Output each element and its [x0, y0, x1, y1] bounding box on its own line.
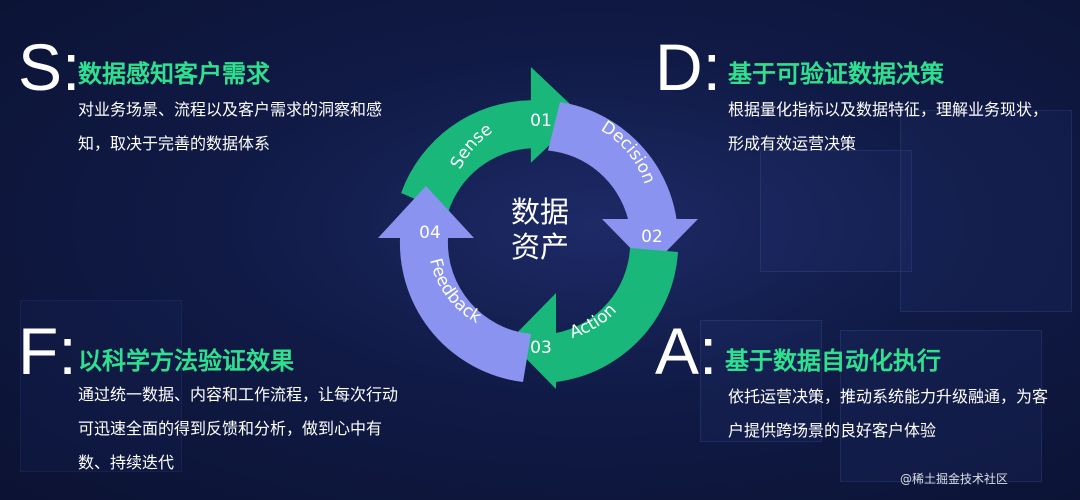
quadrant-title: 基于数据自动化执行	[725, 347, 941, 375]
cycle-number: 01	[530, 111, 552, 131]
quadrant-description: 依托运营决策，推动系统能力升级融通，为客户提供跨场景的良好客户体验	[728, 387, 1049, 440]
quadrant-title: 基于可验证数据决策	[728, 60, 944, 88]
cycle-number: 04	[419, 223, 441, 243]
watermark-text: @稀土掘金技术社区	[900, 472, 1009, 486]
cycle-number: 02	[641, 227, 663, 247]
quadrant-description: 对业务场景、流程以及客户需求的洞察和感知，取决于完善的数据体系	[78, 100, 383, 153]
quadrant-description: 根据量化指标以及数据特征，理解业务现状，形成有效运营决策	[728, 100, 1049, 153]
background-cube	[840, 330, 1042, 482]
cycle-arrow-feedback	[378, 186, 531, 382]
cycle-arrow-decision	[548, 102, 698, 268]
quadrant-title: 数据感知客户需求	[78, 60, 270, 88]
quadrant-letter: S:	[18, 30, 81, 104]
quadrant-letter: D:	[655, 30, 721, 104]
quadrant-title: 以科学方法验证效果	[78, 347, 294, 375]
cycle-number: 03	[530, 338, 552, 358]
quadrant-description: 通过统一数据、内容和工作流程，让每次行动可迅速全面的得到反馈和分析，做到心中有数…	[78, 385, 399, 472]
background-cube	[900, 110, 1072, 312]
quadrant-letter: F:	[18, 314, 77, 388]
center-title-line1: 数据	[511, 195, 569, 229]
cycle-arrow-sense	[401, 67, 582, 214]
background-cube	[20, 300, 182, 472]
quadrant-letter: A:	[655, 314, 718, 388]
center-title-line2: 资产	[511, 230, 569, 264]
cycle-arrow-action	[509, 248, 678, 389]
background-cube	[760, 150, 912, 272]
background-cube	[700, 320, 822, 442]
